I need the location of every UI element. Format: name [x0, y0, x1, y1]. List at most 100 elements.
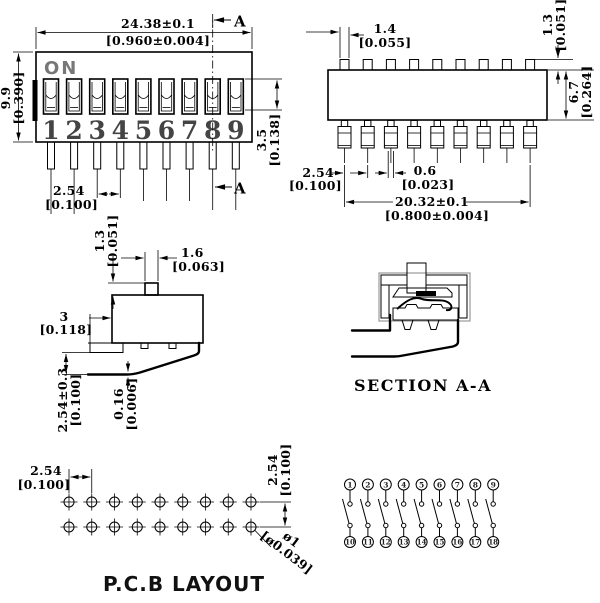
schematic-pin-18: 18 — [488, 538, 498, 547]
schematic-pin-13: 13 — [399, 538, 409, 547]
schematic-pin-11: 11 — [363, 538, 373, 547]
dim-front-height: 9.9 [0.390] — [0, 51, 33, 143]
svg-text:1.4: 1.4 — [374, 21, 397, 36]
svg-text:[0.100]: [0.100] — [289, 178, 342, 193]
dim-front-actuator: 3.5 [0.138] — [245, 78, 282, 167]
schematic-pin-15: 15 — [435, 538, 445, 547]
svg-text:[0.006]: [0.006] — [124, 377, 139, 430]
dim-front-width: 24.38±0.1 [0.960±0.004] — [35, 16, 253, 49]
pcb-layout: 2.54 [0.100] 2.54 [0.100] ø1 [ø0.039] P.… — [17, 443, 315, 596]
svg-text:1.3: 1.3 — [92, 230, 107, 253]
svg-text:9.9: 9.9 — [0, 87, 13, 110]
schematic-pin-10: 10 — [345, 538, 355, 547]
schematic-pin-16: 16 — [453, 538, 463, 547]
switch-number-6: 6 — [158, 116, 175, 145]
schematic-pin-1: 1 — [347, 481, 352, 490]
front-view: ON 1 2 3 4 5 6 7 8 9 A A 24.38±0.1 [0.96… — [0, 13, 282, 214]
section-lead-2 — [350, 318, 460, 358]
schematic-pin-4: 4 — [401, 481, 406, 490]
svg-text:6.7: 6.7 — [566, 81, 581, 104]
dim-row-spacing: 2.54±0.3 [0.100] — [55, 352, 90, 433]
pcb-holes-row1 — [60, 493, 260, 511]
svg-text:[0.800±0.004]: [0.800±0.004] — [385, 208, 490, 223]
svg-text:3.5: 3.5 — [254, 129, 269, 152]
schematic-pin-5: 5 — [419, 481, 424, 490]
svg-text:2.54: 2.54 — [265, 454, 280, 486]
top-pins — [337, 120, 538, 164]
svg-text:3: 3 — [60, 309, 69, 324]
dim-span: 20.32±0.1 [0.800±0.004] — [344, 165, 531, 223]
dim-front-pitch: 2.54 [0.100] — [45, 183, 119, 212]
svg-text:[0.051]: [0.051] — [105, 214, 120, 267]
svg-text:[0.100]: [0.100] — [68, 373, 83, 426]
side-bent-lead — [86, 341, 201, 376]
svg-text:2.54: 2.54 — [30, 463, 62, 478]
schematic: 1 2 3 4 5 6 7 8 9 10 11 12 13 14 15 16 1… — [342, 478, 500, 548]
dim-pcb-pitch-h: 2.54 [0.100] — [17, 463, 93, 493]
svg-text:0.6: 0.6 — [414, 163, 437, 178]
section-marker-bottom: A — [233, 180, 246, 198]
svg-text:[0.100]: [0.100] — [278, 443, 293, 496]
schematic-pin-8: 8 — [473, 481, 478, 490]
svg-text:1.6: 1.6 — [181, 245, 204, 260]
svg-text:[0.055]: [0.055] — [358, 35, 411, 50]
svg-text:2.54: 2.54 — [302, 165, 334, 180]
dim-body-depth: 6.7 [0.264] — [548, 65, 594, 121]
dim-standoff: 3 [0.118] — [39, 309, 111, 353]
svg-text:0.16: 0.16 — [111, 388, 126, 420]
svg-text:[0.100]: [0.100] — [45, 197, 98, 212]
dim-pcb-hole-dia: ø1 [ø0.039] — [254, 528, 316, 577]
switch-number-3: 3 — [88, 116, 105, 145]
switch-number-1: 1 — [42, 116, 59, 145]
svg-text:[0.138]: [0.138] — [267, 113, 282, 166]
svg-text:24.38±0.1: 24.38±0.1 — [121, 16, 195, 31]
pcb-holes-row2 — [60, 518, 260, 536]
dim-lead-width: 0.6 [0.023] — [375, 151, 454, 192]
svg-text:[0.390]: [0.390] — [11, 71, 26, 124]
switch-number-4: 4 — [112, 116, 129, 145]
svg-text:[0.960±0.004]: [0.960±0.004] — [106, 33, 211, 48]
svg-text:[0.100]: [0.100] — [17, 477, 70, 492]
pin1-marker-bar — [32, 80, 38, 121]
schematic-pin-14: 14 — [417, 538, 427, 547]
dim-top-pitch: 2.54 [0.100] — [289, 165, 369, 193]
section-view: SECTION A-A — [350, 262, 492, 395]
svg-text:[0.051]: [0.051] — [553, 0, 568, 52]
pcb-layout-title: P.C.B LAYOUT — [103, 572, 265, 596]
section-title: SECTION A-A — [354, 376, 492, 395]
svg-text:1.3: 1.3 — [540, 14, 555, 37]
svg-text:[0.063]: [0.063] — [172, 259, 225, 274]
top-view: 1.4 [0.055] 1.3 [0.051] 6.7 [0.264] 2.54… — [289, 0, 594, 223]
schematic-pin-2: 2 — [365, 481, 370, 490]
schematic-pin-6: 6 — [437, 481, 442, 490]
switch-number-7: 7 — [181, 116, 198, 145]
dim-side-actuator-height: 1.3 [0.051] — [92, 214, 145, 309]
dim-tab-height: 1.3 [0.051] — [535, 0, 573, 84]
side-view: 1.3 [0.051] 1.6 [0.063] 3 [0.118] 2.54±0… — [39, 214, 225, 433]
switch-number-5: 5 — [135, 116, 152, 145]
schematic-pin-9: 9 — [491, 481, 496, 490]
on-label: ON — [44, 58, 78, 79]
dim-lead-thickness: 0.16 [0.006] — [111, 361, 139, 431]
schematic-pin-17: 17 — [470, 538, 480, 547]
schematic-pin-12: 12 — [381, 538, 391, 547]
dim-side-actuator-width: 1.6 [0.063] — [121, 245, 225, 281]
schematic-pin-3: 3 — [383, 481, 388, 490]
dim-tab-width: 1.4 [0.055] — [306, 21, 411, 58]
svg-text:[0.023]: [0.023] — [401, 177, 454, 192]
svg-text:20.32±0.1: 20.32±0.1 — [395, 194, 469, 209]
svg-text:[0.264]: [0.264] — [579, 65, 594, 118]
schematic-pin-7: 7 — [455, 481, 460, 490]
top-tabs — [339, 59, 536, 71]
svg-text:2.54: 2.54 — [53, 183, 85, 198]
svg-text:2.54±0.3: 2.54±0.3 — [55, 367, 70, 432]
section-lead-1 — [350, 313, 392, 332]
front-pins — [47, 141, 240, 214]
svg-text:[0.118]: [0.118] — [39, 322, 92, 337]
side-actuator — [144, 282, 159, 296]
dim-pcb-pitch-v: 2.54 [0.100] — [260, 443, 293, 528]
section-marker-top: A — [233, 13, 246, 31]
switch-number-9: 9 — [227, 116, 244, 145]
